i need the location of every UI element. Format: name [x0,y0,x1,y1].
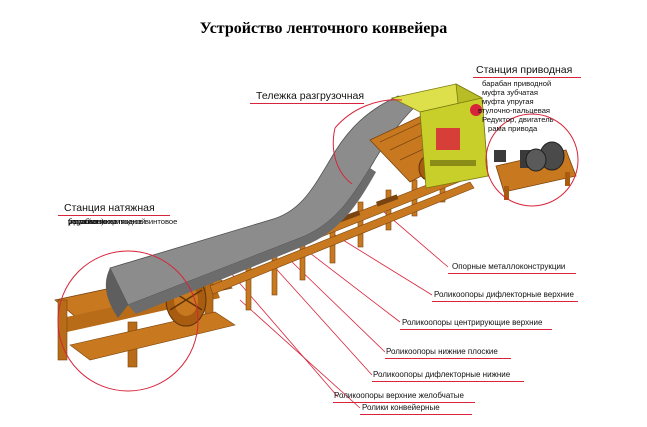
drive-unit [494,141,577,200]
part-underline [372,381,524,382]
callout-circles [57,99,579,392]
part-underline [360,414,472,415]
drive-station-frame [390,83,489,189]
part-label-support-structures: Опорные металлоконструкции [452,262,566,271]
part-label-centering-upper: Роликоопоры центрирующие верхние [402,318,543,327]
drive-station-item: барабан приводной [482,79,552,88]
part-label-lower-flat: Роликоопоры нижние плоские [386,347,498,356]
unloading-carriage-title: Тележка разгрузочная [256,90,365,102]
drive-station-item: муфта упругая [482,97,534,106]
part-label-conveyor-rollers: Ролики конвейерные [362,403,440,412]
part-underline [385,358,511,359]
drive-station-items: барабан приводной муфта зубчатая муфта у… [478,79,554,133]
tension-station-item: (грузовое) [68,217,104,226]
drive-station-title: Станция приводная [476,64,573,76]
part-label-deflector-upper: Роликоопоры дифлекторные верхние [434,290,574,299]
unloading-carriage-underline [250,103,364,104]
tension-station-item: рама натяжки [68,217,117,226]
part-underline [400,329,552,330]
part-underline [432,301,578,302]
part-label-deflector-lower: Роликоопоры дифлекторные нижние [373,370,511,379]
tension-station-title: Станция натяжная [64,202,155,214]
tension-station-item: барабан неприводной [68,217,146,226]
drive-station-item: рама привода [488,124,538,133]
part-underline [333,402,475,403]
drive-station-underline [473,77,581,78]
drive-station-item: Редуктор, двигатель [482,115,554,124]
part-underline [448,273,576,274]
drive-station-item: втулочно-пальцевая [478,106,551,115]
page-title: Устройство ленточного конвейера [199,20,448,37]
tension-station-underline [58,215,170,216]
drive-station-item: муфта зубчатая [482,88,538,97]
part-label-troughed-upper: Роликоопоры верхние желобчатые [334,391,464,400]
tension-station-item: устройство натяжное винтовое [68,217,178,226]
